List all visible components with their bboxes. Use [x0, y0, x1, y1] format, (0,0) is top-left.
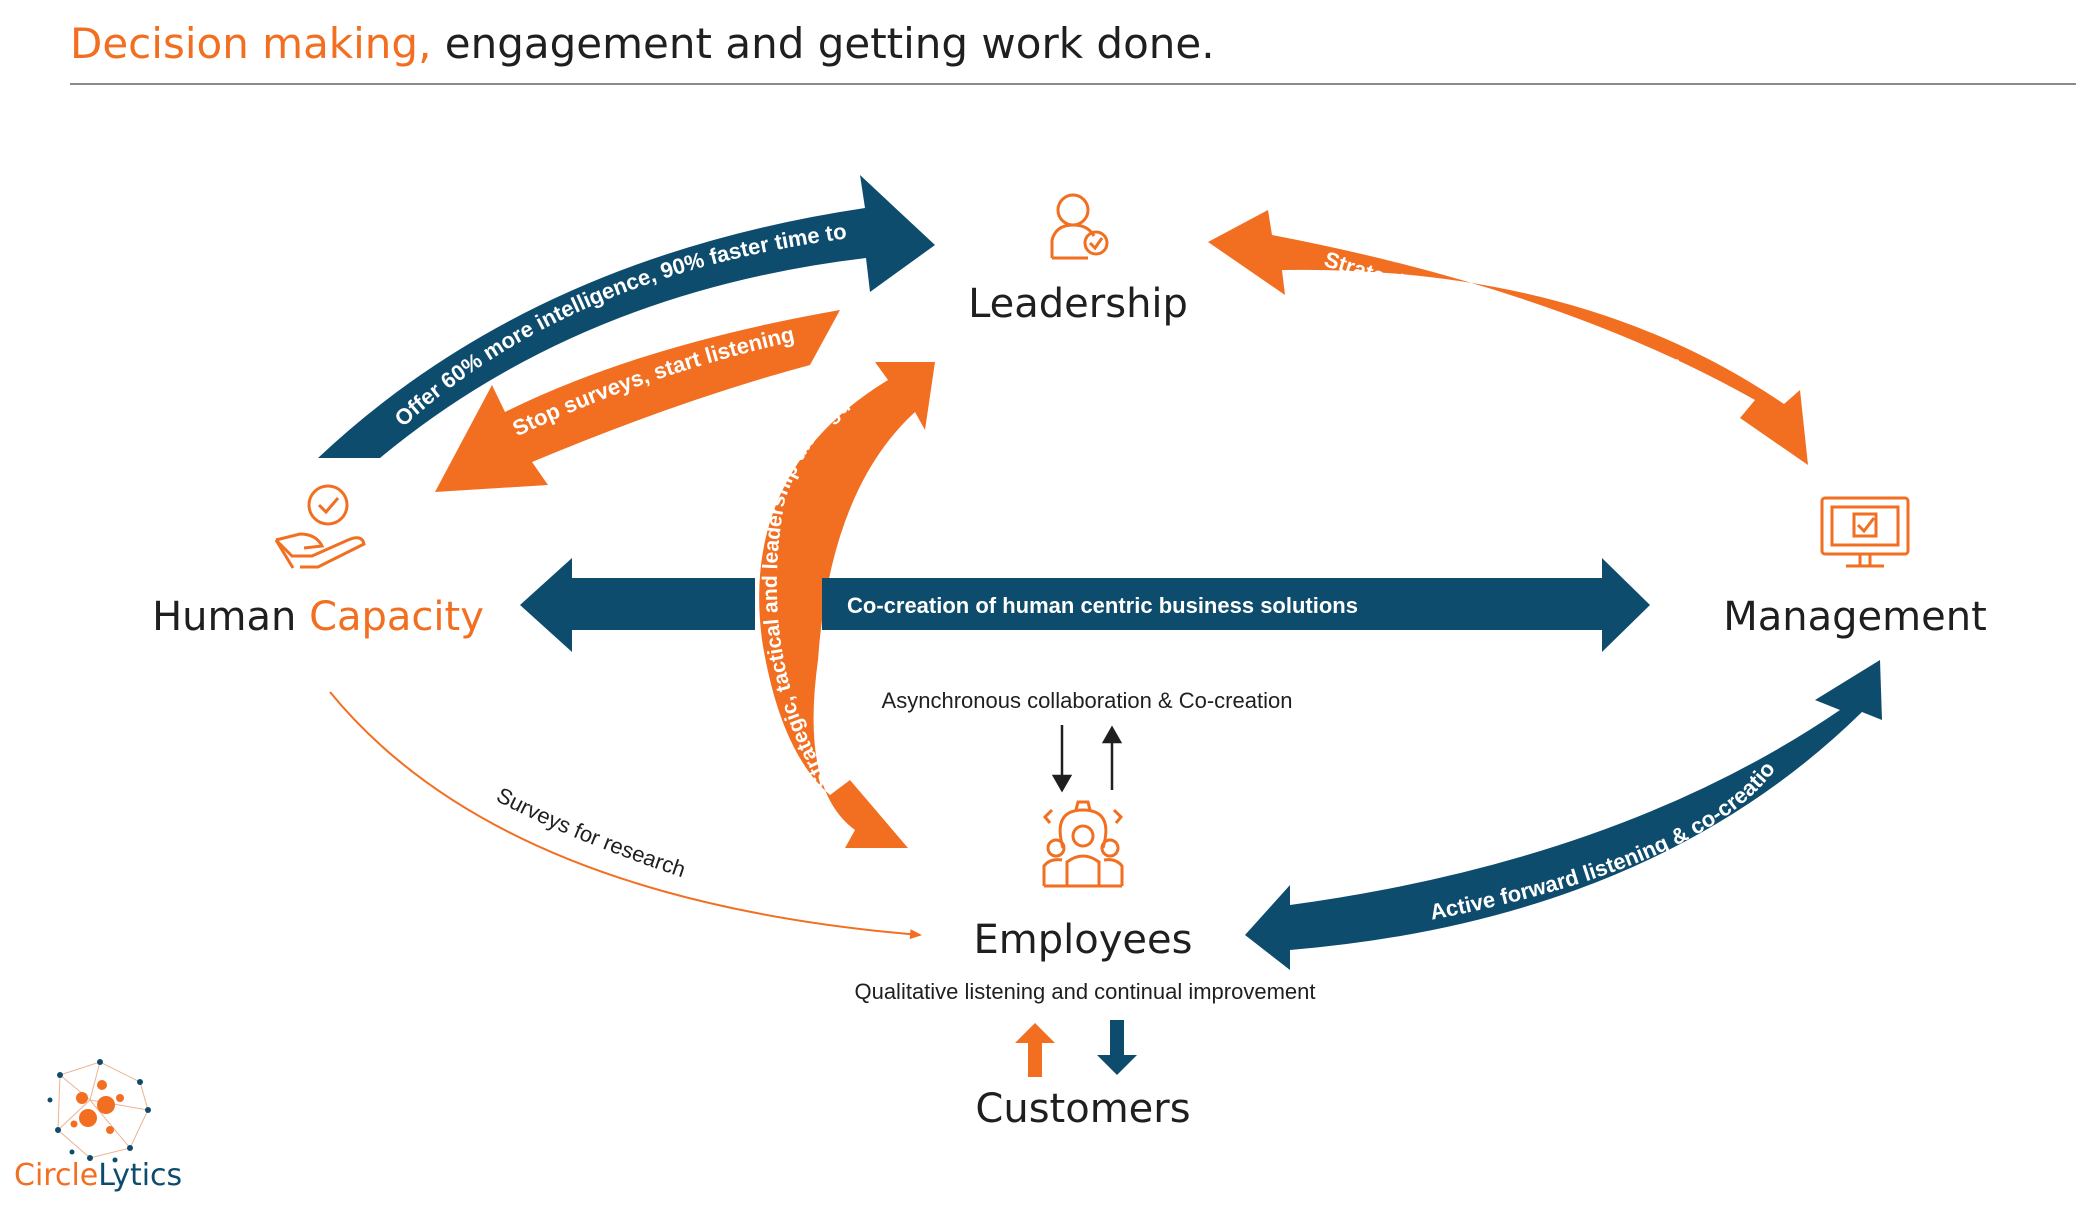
arrow-active-listening: [1245, 660, 1882, 970]
arrow-co-creation-right: [822, 558, 1650, 652]
hand-check-icon: [274, 484, 366, 569]
async-down-arrow: [1051, 725, 1073, 793]
node-management-label: Management: [1723, 594, 1987, 640]
arrow-strategic-leadership-employees: [759, 362, 935, 848]
arrow-strategic-leadership-management: [1208, 210, 1808, 465]
arrow-surveys-research: [329, 691, 922, 940]
title-highlight: Decision making,: [70, 19, 431, 68]
logo-part2: Lytics: [98, 1158, 182, 1193]
arrow-offer-intelligence: [318, 175, 935, 458]
customers-up-arrow: [1015, 1023, 1055, 1077]
title-rest: engagement and getting work done.: [431, 19, 1214, 68]
async-up-arrow: [1101, 725, 1123, 790]
logo-part1: Circle: [14, 1158, 98, 1193]
team-gear-icon: [1042, 800, 1124, 888]
caption-async: Asynchronous collaboration & Co-creation: [882, 688, 1293, 713]
arrow-co-creation-left: [520, 558, 755, 652]
logo-wordmark: CircleLytics: [14, 1158, 182, 1193]
page-title: Decision making, engagement and getting …: [70, 19, 1215, 68]
human-capacity-part1: Human: [152, 594, 309, 640]
monitor-check-icon: [1820, 496, 1910, 568]
arrow-active-label: Active forward listening & co-creation: [0, 0, 1780, 925]
human-capacity-part2: Capacity: [309, 594, 484, 640]
person-check-icon: [1050, 193, 1109, 260]
arrow-co-creation-label: Co-creation of human centric business so…: [847, 593, 1358, 618]
circlelytics-logo-icon: [47, 1059, 151, 1163]
arrow-stop-surveys: [435, 310, 840, 492]
node-leadership-label: Leadership: [968, 281, 1188, 327]
customers-down-arrow: [1097, 1020, 1137, 1075]
node-employees-label: Employees: [974, 917, 1193, 963]
caption-qualitative: Qualitative listening and continual impr…: [854, 979, 1315, 1004]
node-customers-label: Customers: [975, 1086, 1190, 1132]
node-human-capacity-label: Human Capacity: [152, 594, 484, 640]
